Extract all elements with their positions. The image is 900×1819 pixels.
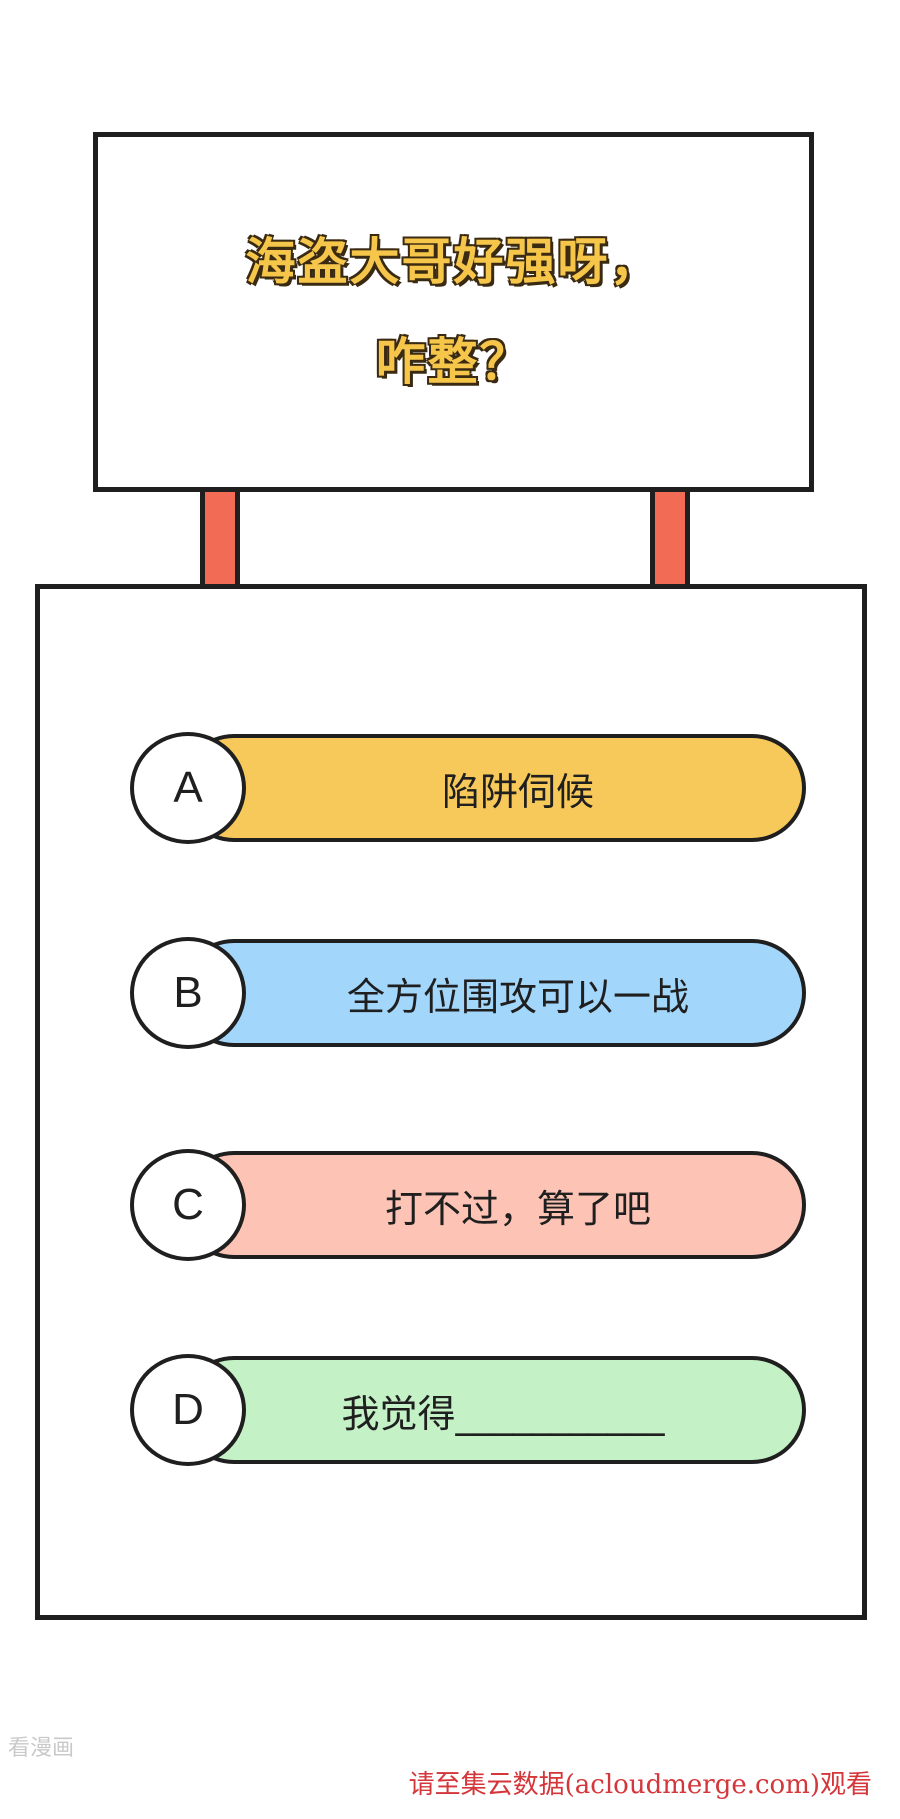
- question-line-2: 咋整？: [375, 332, 532, 392]
- option-a-text: 陷阱伺候: [441, 769, 594, 814]
- option-c-letter[interactable]: C: [130, 1149, 246, 1261]
- option-a-letter[interactable]: A: [130, 732, 246, 844]
- option-b-bar[interactable]: 全方位围攻可以一战: [180, 939, 806, 1047]
- option-b[interactable]: 全方位围攻可以一战 B: [130, 937, 806, 1049]
- option-a-bar[interactable]: 陷阱伺候: [180, 734, 806, 842]
- option-c[interactable]: 打不过，算了吧 C: [130, 1149, 806, 1261]
- option-d-letter[interactable]: D: [130, 1354, 246, 1466]
- sign-post-right: [650, 492, 690, 584]
- option-d-text: 我觉得___________: [341, 1391, 665, 1436]
- watermark-left: 看漫画: [8, 1736, 75, 1761]
- option-c-bar[interactable]: 打不过，算了吧: [180, 1151, 806, 1259]
- option-a[interactable]: 陷阱伺候 A: [130, 732, 806, 844]
- option-b-text: 全方位围攻可以一战: [346, 974, 689, 1019]
- sign-post-left: [200, 492, 240, 584]
- option-c-text: 打不过，算了吧: [384, 1186, 651, 1231]
- option-d[interactable]: 我觉得___________ D: [130, 1354, 806, 1466]
- answer-panel: 陷阱伺候 A 全方位围攻可以一战 B 打不过，算了吧 C 我觉得________…: [35, 584, 867, 1620]
- option-d-bar[interactable]: 我觉得___________: [180, 1356, 806, 1464]
- question-sign: 海盗大哥好强呀， 咋整？: [93, 132, 814, 492]
- question-line-1: 海盗大哥好强呀，: [245, 232, 662, 292]
- watermark-right: 请至集云数据(acloudmerge.com)观看: [408, 1770, 872, 1800]
- option-b-letter[interactable]: B: [130, 937, 246, 1049]
